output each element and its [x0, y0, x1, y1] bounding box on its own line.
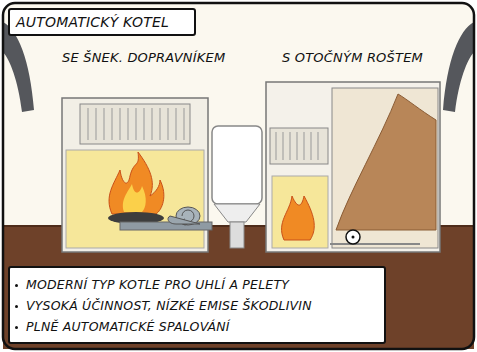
bullet-text: MODERNÍ TYP KOTLE PRO UHLÍ A PELETY — [26, 277, 289, 292]
hopper-pipe — [230, 222, 244, 248]
flame — [282, 196, 315, 240]
hopper-funnel — [214, 204, 260, 222]
fuel-bunker — [332, 88, 438, 248]
flame — [109, 152, 164, 214]
info-box: MODERNÍ TYP KOTLE PRO UHLÍ A PELETY VYSOK… — [8, 266, 386, 344]
combustion-chamber — [66, 150, 204, 248]
flame-core — [123, 184, 146, 212]
combustion-chamber — [272, 176, 328, 248]
boiler-label: SE ŠNEK. DOPRAVNÍKEM — [62, 50, 225, 65]
bullet-text: PLNĚ AUTOMATICKÉ SPALOVÁNÍ — [26, 319, 230, 334]
bullet-text: VYSOKÁ ÚČINNOST, NÍZKÉ EMISE ŠKODLIVIN — [26, 298, 312, 313]
boiler-grille — [276, 132, 318, 160]
grate-line — [330, 243, 420, 245]
bullet-dot — [15, 326, 18, 329]
bullet-dot — [15, 284, 18, 287]
bullet-line: MODERNÍ TYP KOTLE PRO UHLÍ A PELETY — [14, 274, 380, 295]
curtain-right — [443, 22, 474, 112]
snail-body — [168, 216, 200, 224]
rotating-grate — [346, 230, 360, 244]
grate-axis — [352, 236, 355, 239]
background — [3, 3, 474, 349]
boiler-panel — [270, 128, 328, 164]
pellet-hopper — [212, 126, 262, 204]
boiler-panel — [80, 104, 190, 144]
bullet-line: VYSOKÁ ÚČINNOST, NÍZKÉ EMISE ŠKODLIVIN — [14, 295, 380, 316]
pellet-pile — [336, 94, 436, 230]
boiler-label: S OTOČNÝM ROŠTEM — [282, 50, 423, 65]
boiler-grille — [88, 108, 184, 140]
bullet-dot — [15, 305, 18, 308]
frame — [3, 3, 474, 349]
boiler-body — [266, 82, 440, 252]
bullet-line: PLNĚ AUTOMATICKÉ SPALOVÁNÍ — [14, 316, 380, 337]
title-box: AUTOMATICKÝ KOTEL — [8, 8, 196, 36]
